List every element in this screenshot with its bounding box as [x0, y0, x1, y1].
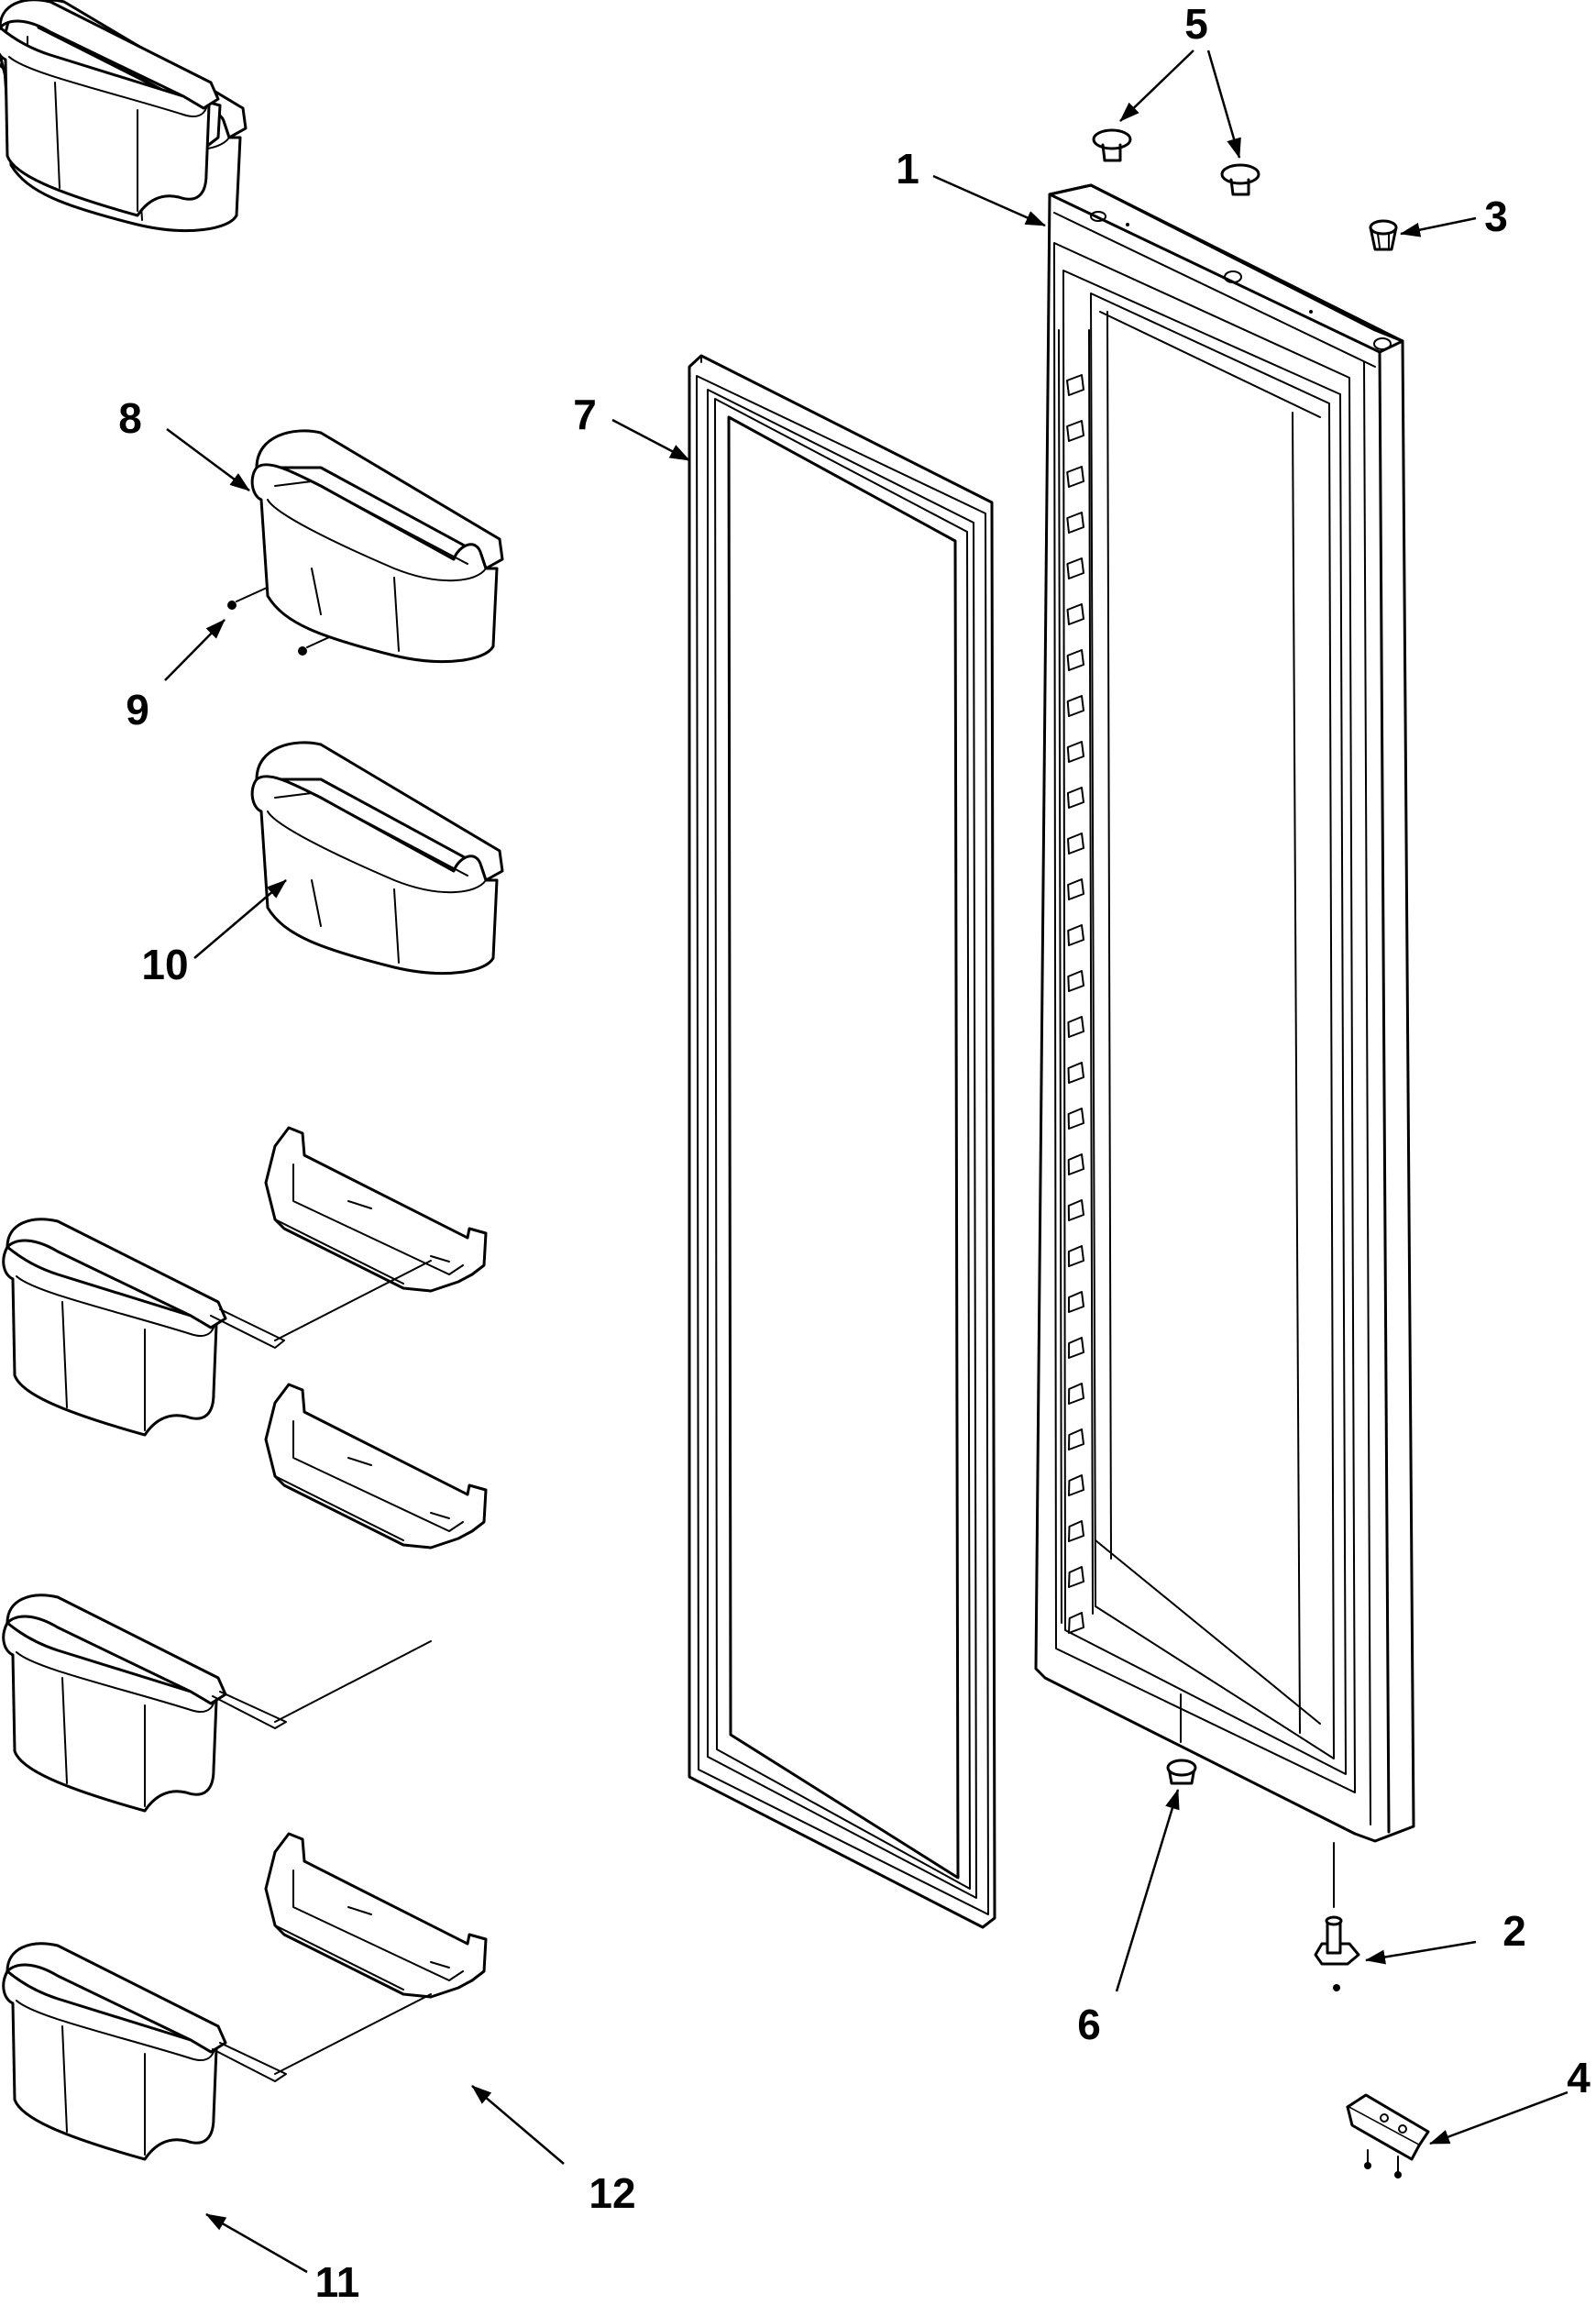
callout-7: 7: [573, 391, 597, 438]
callout-12: 12: [589, 2169, 635, 2217]
shelf-tab: [1067, 1062, 1084, 1084]
door-stop-part-6: [1166, 1693, 1197, 1785]
hinge-pin-part-2: [1314, 1842, 1360, 1991]
shelf-tab: [1067, 924, 1084, 946]
shelf-tab: [1067, 1108, 1084, 1130]
leader-lines: [164, 50, 1568, 2274]
hinge-bushing-part-3: [1369, 219, 1398, 251]
shelf-tab: [1066, 649, 1084, 671]
shelf-tab: [1067, 1245, 1084, 1267]
shallow-bin-part-12: [264, 1832, 488, 1999]
shelf-tab: [1066, 466, 1084, 488]
shelf-tab: [1068, 1428, 1084, 1450]
pair-connector-lower: [212, 1993, 432, 2082]
shelf-tab-rail: [1058, 329, 1094, 1624]
callout-8: 8: [118, 394, 142, 442]
shelf-tabs: [1066, 374, 1084, 1634]
shelf-tab: [1067, 878, 1084, 900]
shelf-tab: [1067, 1153, 1084, 1175]
callout-9: 9: [126, 686, 149, 733]
shelf-tab: [1066, 603, 1084, 625]
shelf-tab: [1068, 1566, 1084, 1588]
shelf-tab: [1067, 833, 1084, 855]
deep-bin-part-11: [2, 1942, 227, 2161]
deep-bin-middle: [2, 1594, 227, 1813]
callout-11: 11: [315, 2258, 360, 2305]
shelf-tab: [1068, 1474, 1084, 1496]
shelf-tab: [1067, 970, 1084, 992]
pair-connector-middle: [212, 1640, 432, 1729]
door-gasket-part-7: [688, 354, 996, 1929]
deep-bin-template: [0, 0, 220, 217]
callout-labels: 5 1 3 7 8 9 10 2 6 4 12 11: [118, 0, 1590, 2305]
hole-plug-part-5: [1092, 128, 1260, 196]
callout-3: 3: [1484, 193, 1508, 240]
shelf-tab: [1066, 787, 1084, 809]
shelf-tab: [1066, 512, 1084, 534]
shelf-tab: [1068, 1612, 1084, 1634]
shelf-tab: [1066, 741, 1084, 763]
pair-connector-upper: [210, 1260, 432, 1349]
door-bin-part-10: [250, 741, 504, 976]
shelf-tab: [1068, 1337, 1084, 1359]
deep-bin-upper: [2, 1218, 227, 1437]
shelf-tab: [1066, 420, 1084, 442]
hinge-bracket-part-4: [1346, 2093, 1430, 2178]
shelf-tab: [1068, 1291, 1084, 1313]
door-liner-part-1: [1034, 183, 1415, 1843]
door-bin-part-8: [250, 429, 504, 664]
shelf-tab: [1068, 1383, 1084, 1405]
shelf-tab: [1067, 1199, 1084, 1221]
callout-4: 4: [1567, 2054, 1590, 2101]
shelf-tab: [1066, 374, 1084, 396]
callout-6: 6: [1077, 2001, 1101, 2048]
shelf-tab: [1066, 695, 1084, 717]
callout-2: 2: [1502, 1907, 1526, 1955]
shallow-bin-upper: [264, 1126, 488, 1293]
callout-5: 5: [1184, 0, 1208, 48]
callout-10: 10: [141, 941, 188, 988]
callout-1: 1: [896, 145, 919, 193]
shelf-tab: [1066, 557, 1084, 579]
shallow-bin-middle: [264, 1383, 488, 1550]
shelf-tab: [1068, 1520, 1084, 1542]
shelf-tab: [1067, 1016, 1084, 1038]
